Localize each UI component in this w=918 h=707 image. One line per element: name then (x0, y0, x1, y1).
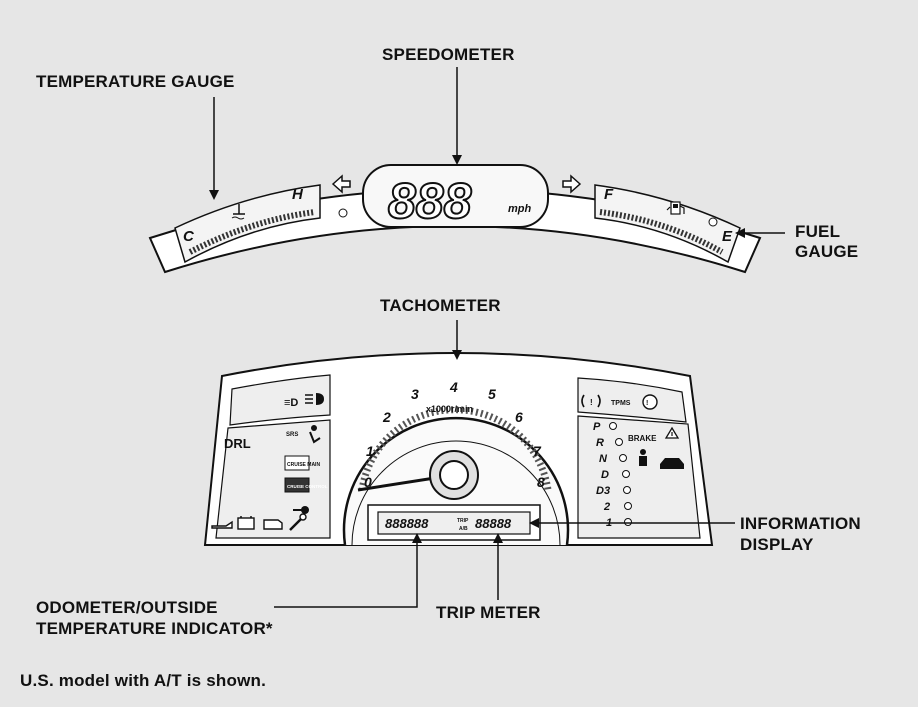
drl-indicator: DRL (224, 436, 251, 451)
footnote: U.S. model with A/T is shown. (20, 671, 267, 690)
temperature-gauge-window: C H (174, 184, 321, 264)
gear-d3: D3 (596, 485, 610, 497)
gear-r: R (596, 437, 604, 449)
tach-number-3: 3 (411, 386, 419, 402)
tpms-indicator-icon: ! (581, 394, 601, 408)
upper-meter-panel: C H 888 mph F (148, 164, 762, 274)
tach-number-2: 2 (382, 409, 391, 425)
information-display-label-line2: DISPLAY (740, 535, 814, 554)
tach-number-0: 0 (364, 474, 372, 490)
fuel-gauge-label-line2: GAUGE (795, 242, 859, 261)
fuel-gauge-window: F E (594, 184, 741, 264)
odometer-label-line2: TEMPERATURE INDICATOR* (36, 619, 273, 638)
cruise-control-indicator: CRUISE CONTROL (284, 477, 328, 493)
information-display-label-line1: INFORMATION (740, 514, 861, 533)
svg-text:SRS: SRS (286, 432, 298, 438)
gear-n: N (599, 453, 608, 465)
tpms-label: TPMS (611, 400, 631, 407)
seatbelt-reminder-icon (639, 449, 647, 466)
svg-text:!: ! (590, 398, 593, 407)
svg-text:!: ! (646, 400, 648, 407)
fuel-empty-label: E (722, 228, 733, 245)
brake-label: BRAKE (628, 434, 657, 443)
svg-text:CRUISE CONTROL: CRUISE CONTROL (287, 484, 328, 489)
charging-system-icon (237, 516, 255, 530)
odometer-leader (274, 533, 422, 608)
temp-cold-label: C (183, 228, 195, 245)
speedometer-digits: 888 (388, 173, 472, 229)
svg-text:CRUISE MAIN: CRUISE MAIN (287, 462, 320, 468)
speedometer-window: 888 mph (362, 164, 549, 230)
upper-indicator-lamp (338, 208, 348, 218)
fuel-pump-icon (666, 201, 685, 215)
right-indicator-panel: ! TPMS ! P R N D D3 2 1 (577, 377, 701, 539)
trip-tag-top: TRIP (457, 518, 469, 524)
tach-number-1: 1 (366, 443, 374, 459)
coolant-temperature-icon (231, 204, 245, 220)
maintenance-wrench-icon (289, 513, 307, 531)
oil-pressure-icon (211, 520, 233, 529)
brake-warning-icon: ! (642, 394, 658, 410)
odometer-label-line1: ODOMETER/OUTSIDE (36, 598, 218, 617)
immobilizer-key-icon (293, 506, 309, 514)
temp-hot-label: H (292, 186, 304, 203)
lower-meter-cluster: ≡D DRL SRS CRUISE MAIN (203, 352, 714, 546)
leader-lines (209, 67, 785, 608)
tach-number-6: 6 (515, 409, 523, 425)
check-engine-icon (263, 519, 283, 530)
cruise-main-indicator: CRUISE MAIN (284, 455, 320, 471)
gear-p: P (593, 421, 601, 433)
gear-position-indicator: P R N D D3 2 1 (593, 421, 632, 529)
fuel-gauge-label-line1: FUEL (795, 222, 841, 241)
door-open-icon (660, 458, 684, 469)
trip-tag-bottom: A/B (459, 526, 468, 532)
trip-meter-digits: 88888 (475, 516, 512, 531)
tach-number-8: 8 (537, 474, 545, 490)
fuel-indicator-lamp (708, 217, 718, 227)
airbag-indicator-icon: SRS (286, 425, 321, 444)
fuel-full-label: F (604, 186, 614, 203)
tachometer-label: TACHOMETER (380, 296, 501, 315)
tach-number-4: 4 (449, 379, 458, 395)
speedometer-unit: mph (508, 203, 532, 215)
right-turn-signal-icon (562, 174, 582, 194)
trip-meter-label: TRIP METER (436, 603, 541, 622)
tach-unit-label: x1000r/min (426, 404, 473, 414)
at-warning-icon (664, 426, 680, 439)
temperature-gauge-label: TEMPERATURE GAUGE (36, 72, 235, 91)
tach-number-7: 7 (533, 443, 542, 459)
headlight-indicator-icon: ≡D (284, 393, 324, 409)
svg-text:≡D: ≡D (284, 397, 298, 409)
tach-number-5: 5 (488, 386, 496, 402)
gear-d: D (601, 469, 609, 481)
odometer-digits: 888888 (385, 516, 429, 531)
gear-2: 2 (603, 501, 610, 513)
speedometer-label: SPEEDOMETER (382, 45, 515, 64)
left-indicator-panel: ≡D DRL SRS CRUISE MAIN (211, 374, 331, 539)
information-display: 888888 TRIP A/B 88888 (367, 504, 541, 541)
left-turn-signal-icon (331, 174, 351, 194)
